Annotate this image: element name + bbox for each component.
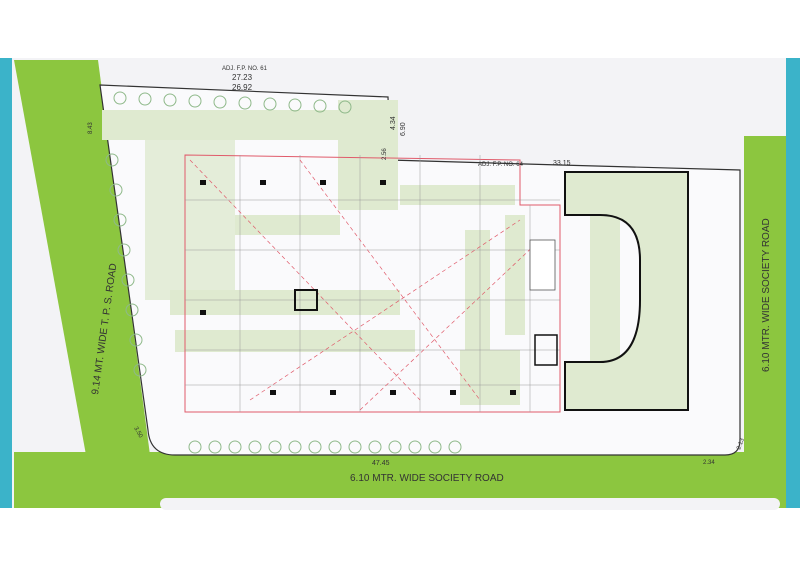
grid-lines bbox=[185, 155, 560, 412]
left-frame-strip bbox=[0, 58, 12, 508]
right-road bbox=[744, 136, 786, 456]
bottom-dim: 47.45 bbox=[372, 460, 390, 467]
ramp-strip bbox=[338, 100, 398, 210]
dim-434: 4.34 bbox=[390, 116, 397, 130]
tree-row-left bbox=[105, 153, 147, 377]
landscape-strip-1 bbox=[145, 140, 235, 300]
corner-dim-3: 3.50 bbox=[132, 426, 143, 440]
bottom-paper-strip bbox=[160, 498, 780, 510]
lift-core bbox=[534, 334, 558, 366]
landscape-strip-2 bbox=[170, 290, 400, 315]
dim-256: 2.56 bbox=[382, 148, 388, 160]
bottom-road-label: 6.10 MTR. WIDE SOCIETY ROAD bbox=[350, 473, 504, 484]
landscape-strip-3 bbox=[175, 330, 415, 352]
top-dim-2: 26.92 bbox=[232, 83, 253, 92]
curved-ramp bbox=[564, 171, 689, 411]
landscape-strip-7 bbox=[505, 215, 525, 335]
right-top-dim: 33.15 bbox=[553, 160, 571, 167]
landscape-strip-4 bbox=[235, 215, 340, 235]
right-adjacent-label: ADJ. F.P. NO. 64 bbox=[478, 162, 524, 168]
landscape-strip-5 bbox=[400, 185, 515, 205]
basement-outline bbox=[184, 154, 561, 413]
landscape-strip-9 bbox=[460, 350, 520, 405]
tree-row-bottom bbox=[188, 440, 462, 454]
staircase bbox=[529, 239, 556, 291]
left-road bbox=[14, 60, 150, 455]
top-adjacent-label: ADJ. F.P. NO. 61 bbox=[222, 66, 268, 72]
corner-dim-1: 2.34 bbox=[703, 460, 715, 466]
tree-row-top bbox=[113, 91, 352, 114]
diagonal-traffic-lines bbox=[189, 159, 541, 411]
left-dim: 8.43 bbox=[88, 122, 94, 134]
corner-dim-2: 2.13 bbox=[736, 437, 746, 451]
right-frame-strip bbox=[786, 58, 800, 508]
top-dim-1: 27.23 bbox=[232, 73, 253, 82]
dim-690: 6.90 bbox=[400, 122, 407, 136]
stair-core bbox=[294, 289, 318, 311]
right-road-label: 6.10 MTR. WIDE SOCIETY ROAD bbox=[761, 218, 772, 372]
columns bbox=[200, 180, 516, 395]
